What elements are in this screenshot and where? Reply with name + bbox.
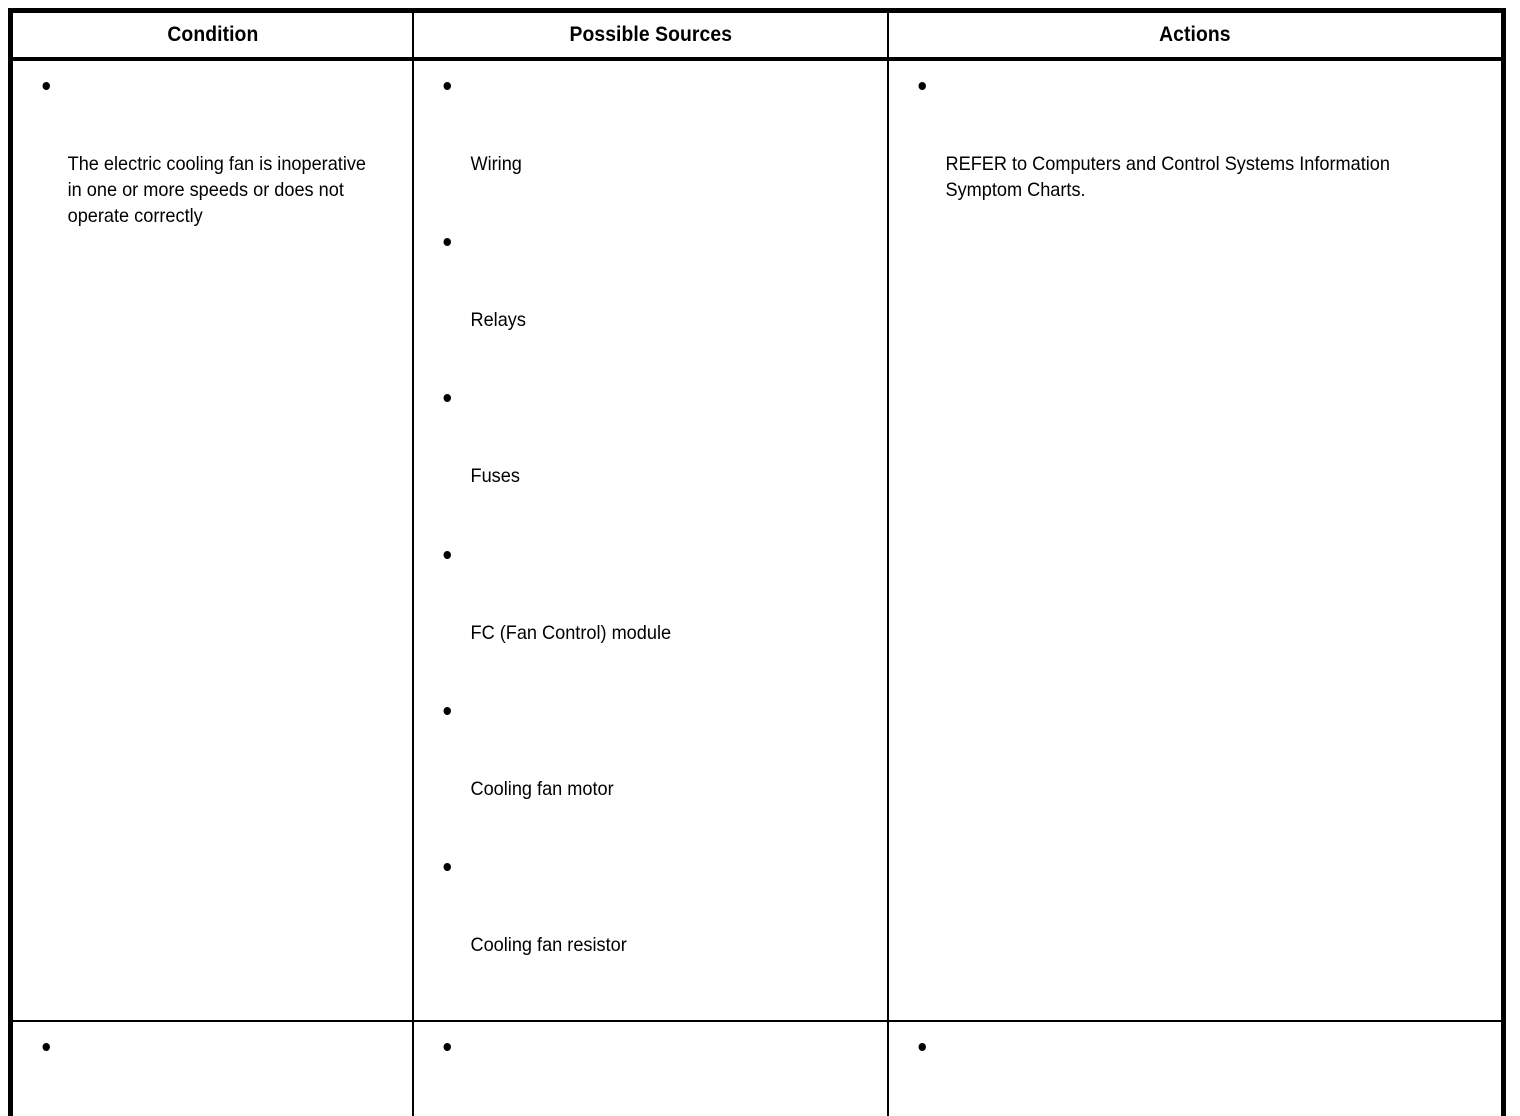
bullet-icon	[443, 81, 451, 90]
list-item-text: Cooling fan motor	[470, 777, 614, 800]
bullet-icon	[42, 1043, 50, 1052]
list-item: Cooling fan motor	[424, 698, 846, 854]
cell-condition: The electric cooling fan stays on all th…	[9, 1020, 414, 1116]
bullet-icon	[918, 1043, 927, 1052]
list-item: Wiring	[424, 1034, 846, 1116]
column-header-actions-label: Actions	[1159, 23, 1232, 46]
column-header-condition-label: Condition	[166, 23, 258, 46]
list-item-text: Wiring	[470, 153, 522, 176]
bullet-icon	[443, 238, 451, 247]
actions-list: REFER to Computers and Control Systems I…	[899, 1034, 1491, 1116]
table-row: The electric cooling fan stays on all th…	[9, 1020, 1505, 1116]
bullet-icon	[443, 706, 451, 715]
list-item-text: Relays	[470, 309, 526, 332]
list-item-text: REFER to Computers and Control Systems I…	[945, 153, 1401, 202]
column-header-possible-sources-label: Possible Sources	[569, 23, 732, 46]
cell-possible-sources: Wiring Relays Fuses	[411, 57, 890, 1023]
bullet-icon	[443, 550, 451, 559]
bullet-icon	[918, 81, 927, 90]
list-item-text: Cooling fan resistor	[470, 934, 627, 957]
cell-actions: REFER to Computers and Control Systems I…	[887, 1020, 1505, 1116]
list-item-text: FC (Fan Control) module	[470, 621, 671, 644]
column-header-possible-sources: Possible Sources	[430, 9, 871, 61]
cell-possible-sources: Wiring Relays FC (Fan Control) module	[411, 1020, 890, 1116]
list-item-text: The electric cooling fan is inoperative …	[67, 153, 372, 228]
list-item: REFER to Computers and Control Systems I…	[899, 73, 1449, 255]
cell-condition: The electric cooling fan is inoperative …	[9, 57, 414, 1023]
page-canvas: Condition Possible Sources Actions	[8, 8, 1506, 1116]
list-item: The electric cooling fan stays on all th…	[23, 1034, 375, 1116]
bullet-icon	[443, 1043, 451, 1052]
diagnostic-table: Condition Possible Sources Actions	[8, 8, 1506, 1116]
column-header-condition: Condition	[25, 9, 398, 61]
bullet-icon	[443, 394, 451, 403]
list-item-text: REFER to Computers and Control Systems I…	[946, 1112, 1450, 1116]
sources-list: Wiring Relays FC (Fan Control) module	[424, 1034, 878, 1116]
condition-list: The electric cooling fan is inoperative …	[23, 73, 402, 281]
sources-list: Wiring Relays Fuses	[424, 73, 878, 1010]
condition-list: The electric cooling fan stays on all th…	[23, 1034, 402, 1116]
list-item: Cooling fan resistor	[424, 854, 846, 1010]
list-item-text: Wiring	[470, 1112, 845, 1116]
list-item: The electric cooling fan is inoperative …	[23, 73, 375, 281]
column-header-actions: Actions	[912, 9, 1480, 61]
list-item: Relays	[424, 229, 846, 385]
list-item: Wiring	[424, 73, 846, 229]
cell-actions: REFER to Computers and Control Systems I…	[887, 57, 1505, 1023]
list-item: FC (Fan Control) module	[424, 542, 846, 698]
table-row: The electric cooling fan is inoperative …	[9, 57, 1505, 1023]
list-item: Fuses	[424, 385, 846, 541]
bullet-icon	[42, 81, 50, 90]
table-header-row: Condition Possible Sources Actions	[11, 9, 1504, 61]
bullet-icon	[443, 862, 451, 871]
actions-list: REFER to Computers and Control Systems I…	[899, 73, 1491, 255]
list-item: REFER to Computers and Control Systems I…	[899, 1034, 1449, 1116]
list-item-text: Fuses	[470, 465, 520, 488]
list-item-text: The electric cooling fan stays on all th…	[68, 1112, 376, 1116]
